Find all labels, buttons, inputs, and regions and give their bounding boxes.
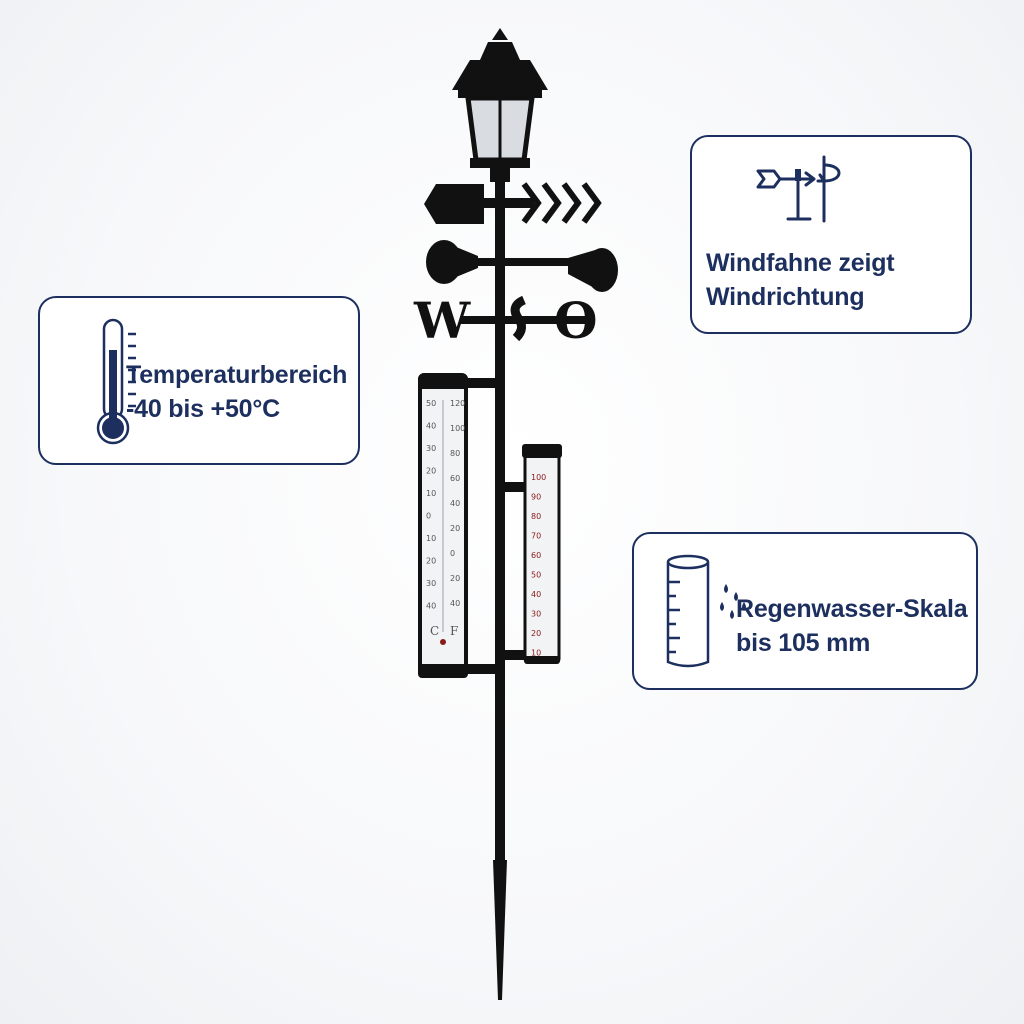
- scale-label: 60: [531, 551, 541, 560]
- scale-label: 20: [450, 524, 460, 533]
- solar-lantern: [452, 28, 548, 182]
- thermometer-icon: [96, 318, 136, 445]
- temperature-label-line1: Temperaturbereich: [126, 361, 348, 389]
- wind-label-line2: Windrichtung: [706, 283, 865, 311]
- scale-label: 30: [426, 444, 436, 453]
- scale-label: 0: [426, 512, 431, 521]
- rain-gauge: 100 90 80 70 60 50 40 30 20 10: [500, 444, 562, 664]
- scale-label: 20: [450, 574, 460, 583]
- direction-arms: W O: [413, 291, 598, 350]
- wind-callout: Windfahne zeigt Windrichtung: [690, 135, 972, 334]
- wind-label-line1: Windfahne zeigt: [706, 249, 895, 277]
- scale-label: 50: [426, 399, 436, 408]
- scale-label: 40: [531, 590, 541, 599]
- temperature-label-line2: -40 bis +50°C: [126, 395, 281, 423]
- scale-label: 100: [450, 424, 465, 433]
- ground-spike: [493, 860, 507, 1000]
- temperature-callout: Temperaturbereich -40 bis +50°C: [38, 296, 360, 465]
- wind-cups: [426, 240, 618, 292]
- scale-label: 120: [450, 399, 465, 408]
- scale-label: 10: [531, 649, 541, 658]
- direction-letter-east: O: [554, 291, 598, 350]
- pole: [495, 170, 505, 870]
- scale-label: 60: [450, 474, 460, 483]
- rain-label-line1: Regenwasser-Skala: [736, 595, 968, 623]
- scale-label: 10: [426, 534, 436, 543]
- direction-letter-west: W: [413, 291, 471, 350]
- scale-label: 100: [531, 473, 546, 482]
- scale-label: 40: [450, 499, 460, 508]
- rain-callout: Regenwasser-Skala bis 105 mm: [632, 532, 978, 690]
- scale-label: 20: [531, 629, 541, 638]
- rain-gauge-icon: [666, 554, 746, 668]
- scale-label: 20: [426, 557, 436, 566]
- scale-label: 30: [531, 610, 541, 619]
- scale-label: 40: [426, 422, 436, 431]
- wind-arrow: [424, 182, 602, 224]
- scale-label: 40: [426, 602, 436, 611]
- scale-label: 70: [531, 532, 541, 541]
- rain-label-line2: bis 105 mm: [736, 629, 871, 657]
- unit-f: F: [450, 624, 458, 638]
- scale-label: 40: [450, 599, 460, 608]
- unit-c: C: [430, 624, 439, 638]
- scale-label: 80: [450, 449, 460, 458]
- scale-label: 30: [426, 579, 436, 588]
- scale-label: 50: [531, 571, 541, 580]
- scale-label: 0: [450, 549, 455, 558]
- scale-label: 80: [531, 512, 541, 521]
- scale-label: 90: [531, 493, 541, 502]
- weathervane-icon: [756, 155, 841, 223]
- scale-label: 10: [426, 489, 436, 498]
- scale-label: 20: [426, 467, 436, 476]
